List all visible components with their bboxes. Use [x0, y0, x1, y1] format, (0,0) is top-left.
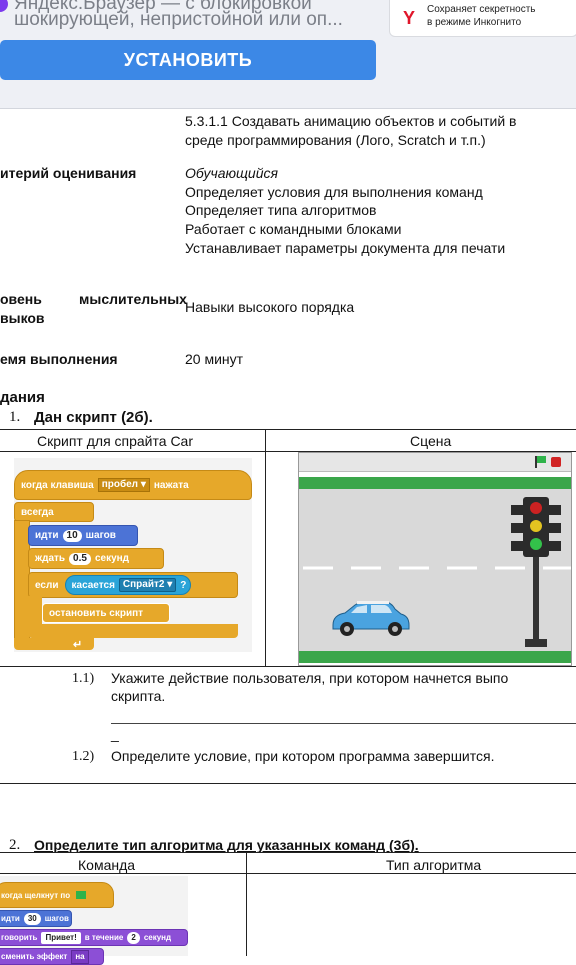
yandex-logo-icon: Y: [402, 8, 415, 28]
task2-number: 2.: [9, 837, 21, 853]
key-dropdown[interactable]: пробел ▾: [97, 478, 150, 492]
q1-answer-mark: _: [111, 726, 119, 742]
time-label: емя выполнения: [0, 351, 118, 367]
tasks-heading: дания: [0, 389, 45, 406]
learning-goal-line2: среде программирования (Лого, Scratch и …: [185, 132, 486, 148]
table2-col-command: Команда: [78, 857, 136, 873]
when-flag-clicked-block[interactable]: когда щелкнут по: [0, 882, 114, 908]
criteria-item: Определяет условия для выполнения команд: [185, 184, 483, 200]
q2-text: Определите условие, при котором программ…: [111, 748, 495, 764]
grass-bottom: [299, 651, 571, 663]
table1-header-border: [0, 451, 576, 452]
steps-input[interactable]: 30: [23, 912, 41, 925]
table1-divider: [265, 429, 266, 666]
time-value: 20 минут: [185, 351, 244, 367]
table2-col-type: Тип алгоритма: [386, 857, 482, 873]
q1-answer-line[interactable]: [111, 723, 576, 724]
scratch-stage: [298, 452, 572, 666]
level-label-part1: овень: [0, 291, 42, 307]
sprite-dropdown[interactable]: Спрайт2 ▾: [118, 578, 177, 592]
stop-sign-icon[interactable]: [551, 457, 561, 467]
table1-col-stage: Сцена: [410, 433, 452, 449]
q1-number: 1.1): [72, 671, 95, 686]
incognito-promo[interactable]: Y Сохраняет секретность в режиме Инкогни…: [389, 0, 576, 37]
task2-title: Определите тип алгоритма для указанных к…: [34, 837, 419, 853]
touching-block[interactable]: касается Спрайт2 ▾ ?: [64, 575, 192, 595]
criteria-item: Работает с командными блоками: [185, 221, 402, 237]
move-steps-block[interactable]: идти 30 шагов: [0, 910, 72, 927]
level-label-part2: мыслительных: [79, 291, 187, 307]
traffic-light-icon: [523, 497, 549, 557]
forever-block[interactable]: всегда: [14, 502, 94, 522]
say-secs-input[interactable]: 2: [127, 931, 140, 944]
change-effect-block[interactable]: сменить эффект на: [0, 948, 104, 965]
q1-text-line2: скрипта.: [111, 688, 166, 704]
q1-text-line1: Укажите действие пользователя, при котор…: [111, 670, 509, 686]
criteria-item: Определяет типа алгоритмов: [185, 202, 377, 218]
table2-top-border: [0, 852, 576, 853]
stop-script-block[interactable]: остановить скрипт: [42, 603, 170, 623]
level-value: Навыки высокого порядка: [185, 299, 355, 315]
wait-block[interactable]: ждать 0.5 секунд: [28, 548, 164, 569]
car-sprite-icon[interactable]: [329, 599, 411, 639]
banner-subtitle: шокирующей, непристойной или оп...: [14, 9, 343, 30]
table1-bottom-border: [0, 666, 576, 667]
lane-marking: [303, 566, 571, 570]
grass-top: [299, 477, 571, 489]
table2-header-border: [0, 873, 576, 874]
learning-goal-line1: 5.3.1.1 Создавать анимацию объектов и со…: [185, 113, 517, 129]
promo-line-2: в режиме Инкогнито: [427, 17, 522, 28]
questions-bottom-border: [0, 783, 576, 784]
criteria-heading: Обучающийся: [185, 165, 278, 181]
stage-toolbar: [299, 453, 571, 472]
say-for-secs-block[interactable]: говорить Привет! в течение 2 секунд: [0, 929, 188, 946]
table1-top-border: [0, 429, 576, 430]
green-flag-icon[interactable]: [537, 456, 546, 463]
say-text-input[interactable]: Привет!: [41, 931, 81, 944]
table2-divider: [246, 852, 247, 956]
criteria-label: итерий оценивания: [0, 165, 137, 181]
if-block[interactable]: если касается Спрайт2 ▾ ?: [28, 572, 238, 598]
table1-col-script: Скрипт для спрайта Car: [37, 433, 193, 449]
level-label-part3: выков: [0, 310, 45, 326]
task1-title: Дан скрипт (2б).: [34, 409, 153, 426]
task1-number: 1.: [9, 409, 21, 425]
move-steps-block[interactable]: идти 10 шагов: [28, 525, 138, 546]
criteria-item: Устанавливает параметры документа для пе…: [185, 240, 506, 256]
q2-number: 1.2): [72, 749, 95, 764]
install-button[interactable]: УСТАНОВИТЬ: [0, 40, 376, 80]
when-key-pressed-block[interactable]: когда клавиша пробел ▾ нажата: [14, 470, 252, 500]
banner-title: Яндекс.Браузер — с блокировкой: [14, 0, 312, 14]
ad-banner: Яндекс.Браузер — с блокировкой шокирующе…: [0, 0, 576, 109]
loop-arrow-icon: ↵: [73, 639, 83, 651]
steps-input[interactable]: 10: [62, 529, 82, 542]
green-flag-icon: [76, 891, 87, 899]
wait-input[interactable]: 0.5: [69, 552, 91, 565]
promo-line-1: Сохраняет секретность: [427, 4, 536, 15]
browser-badge-icon: [0, 0, 8, 12]
